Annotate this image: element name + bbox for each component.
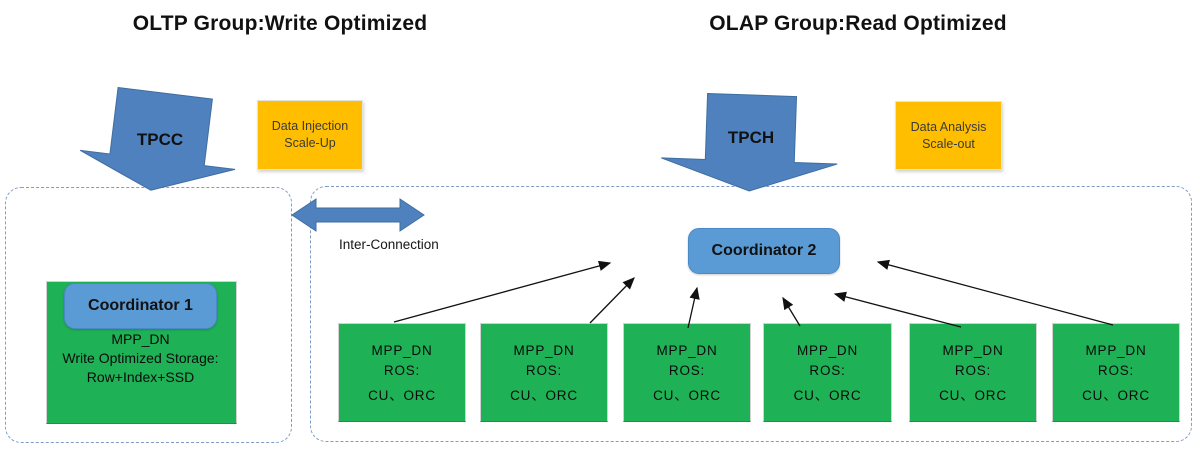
node-line1: MPP_DN [942,343,1004,358]
node-line2: ROS: [525,363,563,378]
data-analysis-line2: Scale-out [922,136,975,151]
node-line3: CU、ORC [793,388,862,403]
olap-datanode-6: MPP_DN ROS: CU、ORC [1052,323,1180,422]
node-line2: ROS: [383,363,421,378]
data-analysis-badge: Data Analysis Scale-out [895,101,1002,170]
data-injection-line2: Scale-Up [284,136,336,150]
node-line3: CU、ORC [653,388,721,403]
oltp-node-line1: MPP_DN [111,331,170,347]
node-line2: ROS: [954,363,992,378]
tpcc-label: TPCC [136,130,184,149]
olap-datanode-4: MPP_DN ROS: CU、ORC [763,323,892,422]
node-line2: ROS: [1097,363,1135,378]
data-injection-badge: Data Injection Scale-Up [257,100,363,170]
oltp-group-title: OLTP Group:Write Optimized [132,12,428,35]
node-line1: MPP_DN [371,343,433,358]
node-line1: MPP_DN [796,343,859,358]
olap-datanode-3: MPP_DN ROS: CU、ORC [623,323,751,422]
olap-datanode-5: MPP_DN ROS: CU、ORC [909,323,1037,422]
coordinator-1-box: Coordinator 1 [64,283,217,329]
olap-group-title: OLAP Group:Read Optimized [709,12,1007,35]
olap-datanode-1: MPP_DN ROS: CU、ORC [338,323,466,422]
node-line1: MPP_DN [513,343,575,358]
oltp-node-line3: Row+Index+SSD [86,369,195,385]
data-injection-line1: Data Injection [271,119,349,133]
node-line1: MPP_DN [1085,343,1147,358]
olap-datanode-2: MPP_DN ROS: CU、ORC [480,323,608,422]
node-line2: ROS: [809,363,846,378]
node-line2: ROS: [668,363,706,378]
node-line3: CU、ORC [939,388,1007,403]
coordinator-2-box: Coordinator 2 [688,228,840,274]
oltp-node-line2: Write Optimized Storage: [62,350,219,366]
inter-connection-label: Inter-Connection [339,237,439,252]
tpch-label: TPCH [727,128,775,147]
node-line3: CU、ORC [1082,388,1150,403]
node-line3: CU、ORC [510,388,578,403]
oltp-datanode-text: MPP_DN Write Optimized Storage: Row+Inde… [46,330,235,387]
node-line1: MPP_DN [656,343,718,358]
data-analysis-line1: Data Analysis [910,119,987,134]
node-line3: CU、ORC [368,388,436,403]
